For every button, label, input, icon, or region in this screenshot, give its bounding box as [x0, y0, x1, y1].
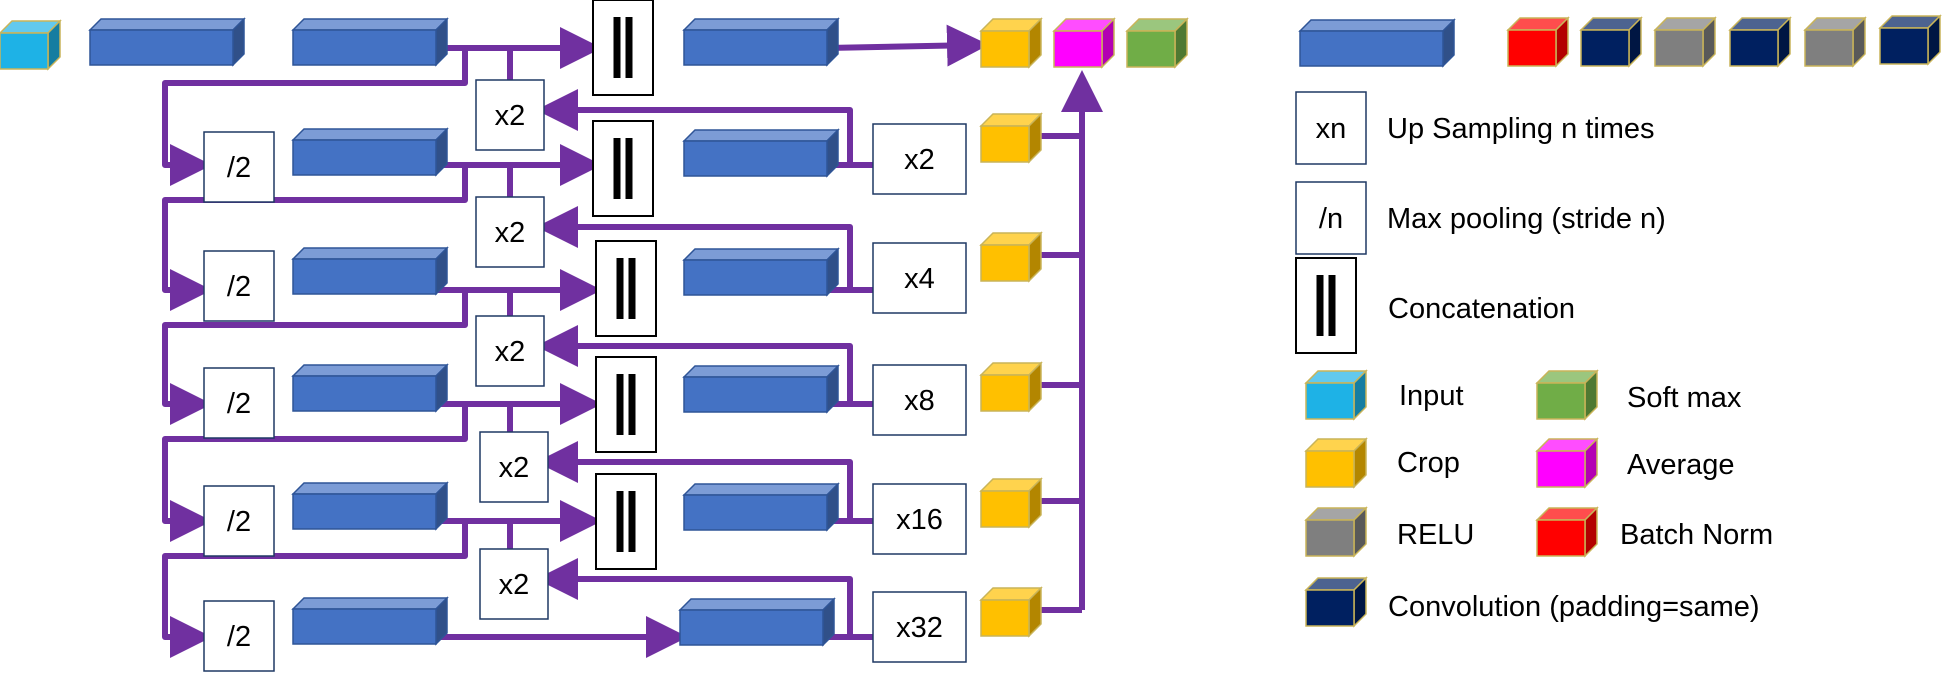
input-cube	[0, 19, 62, 71]
legend-relu-cube	[1304, 506, 1368, 558]
connector	[162, 404, 468, 542]
legend-maxpool-symbol: /n	[1319, 203, 1343, 235]
legend-upsampling-text: Up Sampling n times	[1387, 113, 1655, 145]
decoder-block-5	[678, 597, 836, 647]
legend-batchnorm-text: Batch Norm	[1620, 519, 1773, 551]
maxpool-box-label: /2	[227, 506, 251, 538]
connector	[162, 521, 468, 658]
encoder-block-3	[291, 363, 449, 413]
crop-cube	[979, 477, 1043, 529]
crop-cube	[979, 586, 1043, 638]
legend-input-text: Input	[1399, 380, 1464, 412]
decoder-block-1	[682, 128, 840, 178]
legend-cube-relu-top	[1803, 16, 1867, 68]
maxpool-box: /2	[203, 250, 275, 322]
scale-upsample-box-label: x16	[896, 504, 943, 536]
legend-maxpool-box: /n	[1295, 181, 1367, 255]
crop-cube	[979, 112, 1043, 164]
diagram-nodes: /2/2/2/2/2 x2 x2 x2 x2 x2 x2 x4 x8 x16 x32	[0, 0, 1189, 672]
legend-average-cube	[1535, 437, 1599, 489]
legend-crop-text: Crop	[1397, 447, 1460, 479]
connector	[162, 48, 468, 186]
concatenation-box	[595, 356, 657, 453]
concatenation-box	[595, 473, 657, 570]
maxpool-box-label: /2	[227, 388, 251, 420]
upsample-box: x2	[479, 548, 549, 620]
encoder-block-4	[291, 481, 449, 531]
feature-block	[88, 17, 246, 67]
crop-cube-output	[979, 17, 1043, 69]
encoder-block-5	[291, 596, 449, 646]
legend: xn Up Sampling n times/n Max pooling (stri…	[1295, 14, 1942, 628]
concatenation-box	[595, 240, 657, 337]
average-cube	[1052, 17, 1116, 69]
upsample-box: x2	[475, 79, 545, 151]
maxpool-box: /2	[203, 600, 275, 672]
legend-concatenation-text: Concatenation	[1388, 293, 1575, 325]
encoder-block-0	[291, 17, 449, 67]
legend-block	[1298, 18, 1456, 68]
legend-crop-cube	[1304, 437, 1368, 489]
decoder-block-4	[682, 482, 840, 532]
connection-arrows	[162, 24, 1103, 658]
upsample-box: x2	[479, 431, 549, 503]
maxpool-box-label: /2	[227, 152, 251, 184]
decoder-block-2	[682, 247, 840, 297]
upsample-box-label: x2	[495, 217, 526, 249]
maxpool-box-label: /2	[227, 621, 251, 653]
legend-softmax-cube	[1535, 369, 1599, 421]
maxpool-box-label: /2	[227, 271, 251, 303]
legend-convolution-cube	[1304, 576, 1368, 628]
softmax-cube	[1125, 17, 1189, 69]
scale-upsample-box: x2	[872, 123, 967, 195]
upsample-box: x2	[475, 196, 545, 268]
scale-upsample-box: x8	[872, 364, 967, 436]
maxpool-box: /2	[203, 131, 275, 203]
legend-relu-text: RELU	[1397, 519, 1474, 551]
scale-upsample-box: x32	[872, 591, 967, 663]
encoder-block-1	[291, 127, 449, 177]
concatenation-box	[592, 0, 654, 96]
legend-batchnorm-cube	[1535, 506, 1599, 558]
scale-upsample-box-label: x8	[904, 385, 935, 417]
connector	[162, 290, 468, 425]
upsample-box-label: x2	[495, 336, 526, 368]
legend-input-cube	[1304, 369, 1368, 421]
connector	[162, 165, 468, 311]
scale-upsample-box-label: x32	[896, 612, 943, 644]
legend-cube-batchnorm-top	[1506, 16, 1570, 68]
maxpool-box: /2	[203, 485, 275, 557]
connector	[826, 24, 989, 67]
scale-upsample-box-label: x2	[904, 144, 935, 176]
decoder-block-0	[682, 17, 840, 67]
legend-cube-relu-top	[1653, 16, 1717, 68]
concatenation-box	[592, 120, 654, 217]
upsample-box-label: x2	[499, 452, 530, 484]
legend-maxpool-text: Max pooling (stride n)	[1387, 203, 1666, 235]
encoder-block-2	[291, 246, 449, 296]
legend-softmax-text: Soft max	[1627, 382, 1742, 414]
crop-cube	[979, 361, 1043, 413]
legend-concatenation-box	[1295, 257, 1357, 354]
legend-convolution-text: Convolution (padding=same)	[1388, 591, 1760, 623]
upsample-box-label: x2	[495, 100, 526, 132]
maxpool-box: /2	[203, 367, 275, 439]
legend-upsampling-box: xn	[1295, 91, 1367, 165]
legend-upsampling-symbol: xn	[1316, 113, 1347, 145]
scale-upsample-box-label: x4	[904, 263, 935, 295]
scale-upsample-box: x16	[872, 483, 967, 555]
legend-cube-conv-top	[1579, 16, 1643, 68]
upsample-box: x2	[475, 315, 545, 387]
scale-upsample-box: x4	[872, 242, 967, 314]
legend-average-text: Average	[1627, 449, 1735, 481]
crop-cube	[979, 231, 1043, 283]
legend-cube-conv-top	[1878, 14, 1942, 66]
upsample-box-label: x2	[499, 569, 530, 601]
legend-cube-conv-top	[1728, 16, 1792, 68]
decoder-block-3	[682, 364, 840, 414]
